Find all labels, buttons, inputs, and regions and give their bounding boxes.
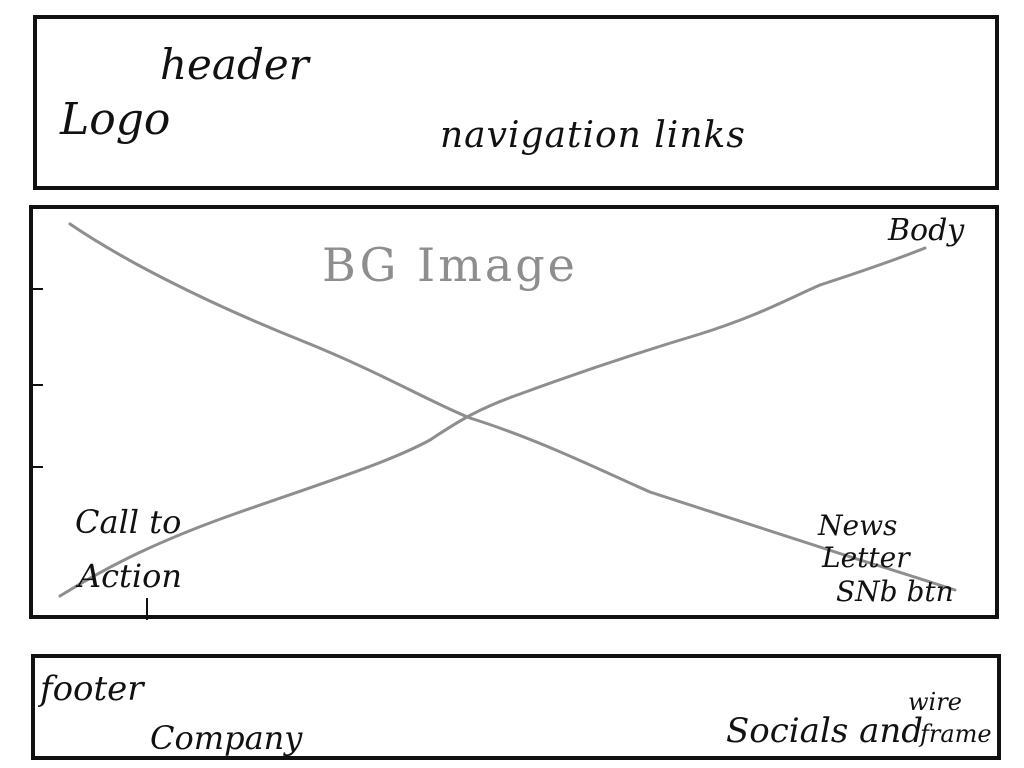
footer-section bbox=[31, 654, 1001, 760]
socials-links[interactable]: Socials and bbox=[726, 711, 924, 751]
newsletter-signup-button-line2[interactable]: Letter bbox=[822, 541, 910, 574]
call-to-action-button[interactable]: Call to bbox=[75, 503, 182, 541]
body-label: Body bbox=[888, 213, 965, 248]
newsletter-signup-button[interactable]: News bbox=[818, 509, 898, 542]
left-tick-1 bbox=[33, 288, 43, 290]
footer-label: footer bbox=[40, 669, 144, 709]
wireframe-note-line2: frame bbox=[920, 720, 992, 748]
cta-underline-tick bbox=[146, 598, 148, 620]
body-section bbox=[29, 205, 999, 619]
bg-image-label: BG Image bbox=[322, 238, 578, 292]
wireframe-note-line1: wire bbox=[908, 688, 962, 716]
header-section bbox=[33, 15, 999, 190]
cross-line-ascending bbox=[58, 246, 927, 598]
left-tick-2 bbox=[33, 384, 43, 386]
logo[interactable]: Logo bbox=[60, 94, 171, 145]
newsletter-signup-button-line3[interactable]: SNb btn bbox=[836, 575, 954, 608]
header-title: header bbox=[160, 40, 309, 89]
left-tick-3 bbox=[33, 466, 43, 468]
navigation-links[interactable]: navigation links bbox=[440, 115, 746, 156]
cross-line-descending bbox=[68, 222, 957, 592]
company-link[interactable]: Company bbox=[150, 719, 303, 757]
call-to-action-button-line2[interactable]: Action bbox=[78, 557, 182, 595]
